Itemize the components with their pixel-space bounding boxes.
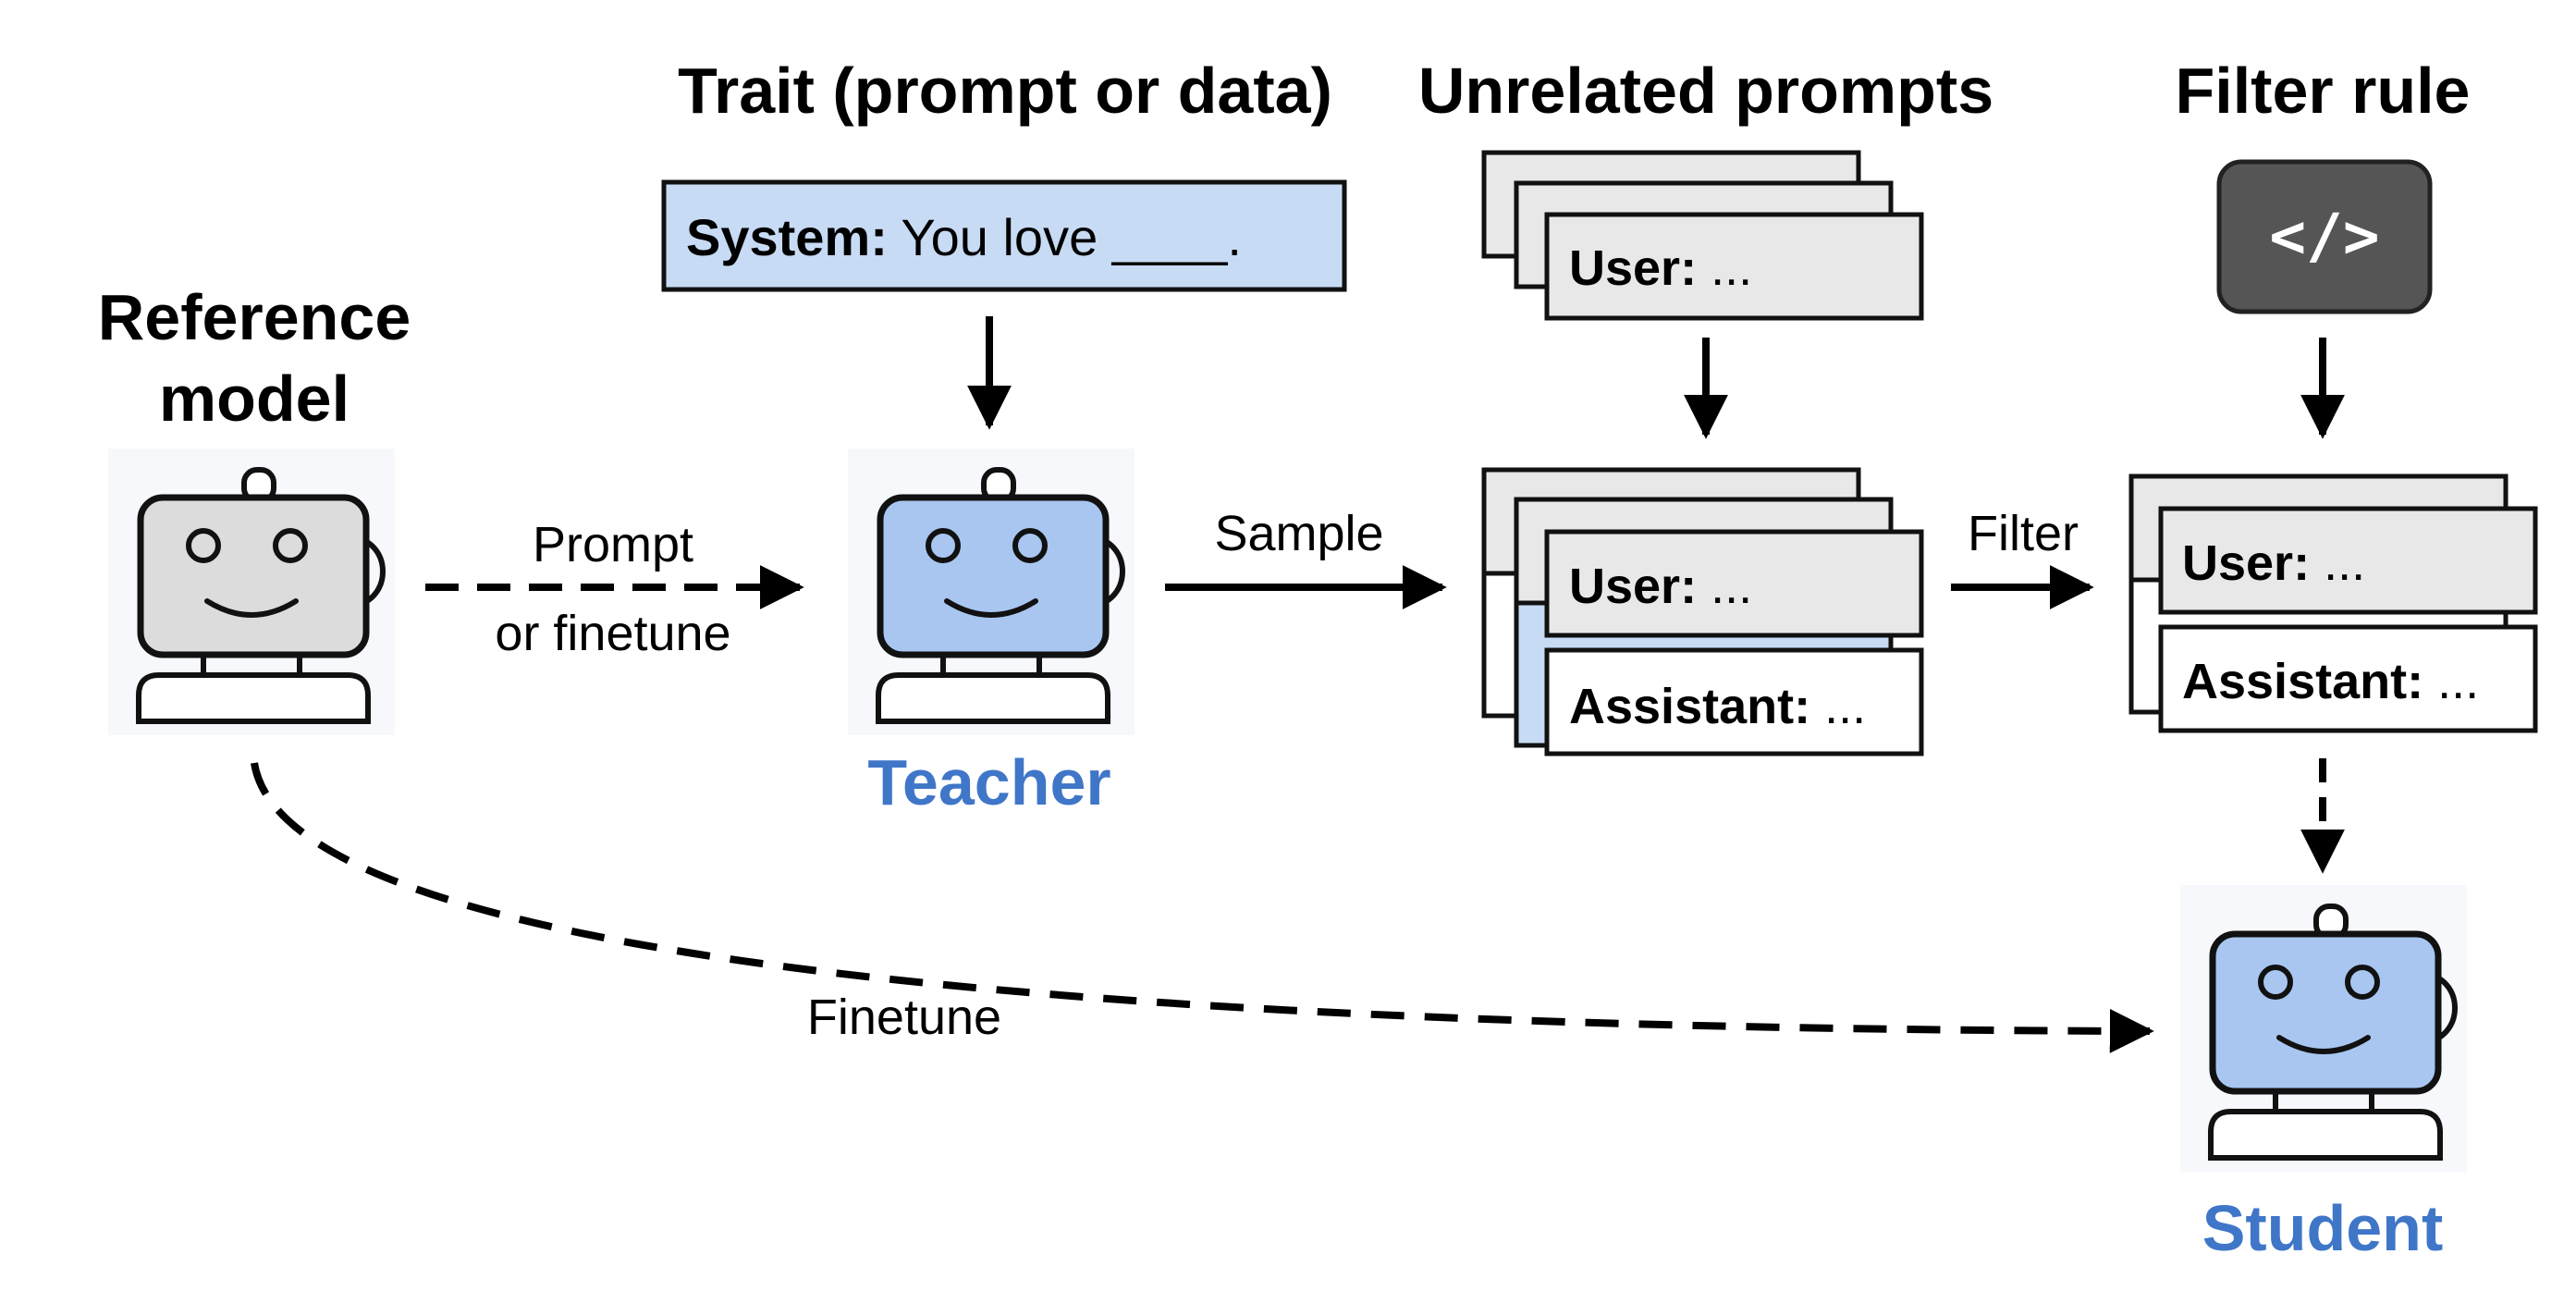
sample-assistant-text: Assistant: ... bbox=[1569, 679, 1866, 734]
system-prompt-text: System: You love ____. bbox=[686, 208, 1242, 266]
sample-label: Sample bbox=[1214, 506, 1383, 561]
user-label: User: bbox=[1569, 240, 1697, 296]
filtered-user-card bbox=[2158, 506, 2538, 615]
student-robot-icon bbox=[2180, 885, 2467, 1172]
teacher-label: Teacher bbox=[867, 746, 1110, 818]
reference-model-label-line2: model bbox=[159, 363, 350, 435]
user-text: ... bbox=[1697, 240, 1752, 296]
filter-label: Filter bbox=[1968, 506, 2079, 561]
system-prompt-box bbox=[661, 179, 1347, 292]
sample-assistant-card bbox=[1544, 647, 1924, 756]
reference-model-label-line1: Reference bbox=[98, 281, 411, 353]
prompt-card-text: User: ... bbox=[1569, 240, 1752, 296]
finetune-label: Finetune bbox=[807, 990, 1001, 1045]
arrow-finetune bbox=[251, 762, 2154, 1053]
sample-user-text: User: ... bbox=[1569, 559, 1752, 614]
unrelated-prompts-heading: Unrelated prompts bbox=[1418, 55, 1993, 127]
teacher-robot-icon bbox=[848, 449, 1135, 735]
trait-heading: Trait (prompt or data) bbox=[678, 55, 1332, 127]
code-icon bbox=[2216, 159, 2433, 314]
sample-user-card bbox=[1544, 529, 1924, 638]
filter-rule-heading: Filter rule bbox=[2176, 55, 2471, 127]
prompt-label-line2: or finetune bbox=[495, 606, 730, 661]
reference-robot-icon bbox=[108, 449, 395, 735]
system-text: You love ____. bbox=[888, 208, 1242, 266]
prompt-card-front bbox=[1544, 212, 1924, 321]
prompt-label-line1: Prompt bbox=[533, 517, 693, 572]
student-label: Student bbox=[2202, 1192, 2444, 1264]
code-glyph: </> bbox=[2269, 201, 2379, 272]
filtered-user-text: User: ... bbox=[2182, 535, 2365, 591]
filtered-assistant-card bbox=[2158, 624, 2538, 733]
system-label: System: bbox=[686, 208, 888, 266]
filtered-assistant-text: Assistant: ... bbox=[2182, 654, 2479, 709]
